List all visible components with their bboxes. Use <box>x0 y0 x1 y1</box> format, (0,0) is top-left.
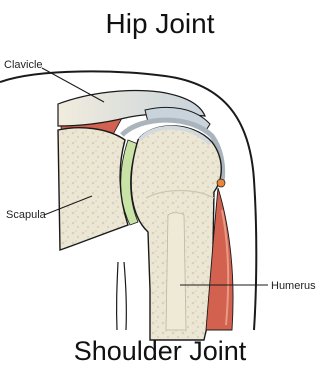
humerus-label: Humerus <box>271 280 316 292</box>
bottom-heading: Shoulder Joint <box>0 336 320 367</box>
tendon-attachment <box>217 179 225 187</box>
clavicle-label: Clavicle <box>4 59 43 71</box>
scapula-label: Scapula <box>6 209 47 221</box>
scapula-bone <box>58 128 128 250</box>
rib-left <box>117 262 118 330</box>
medullary-cavity <box>166 213 186 330</box>
rib-right <box>124 262 126 330</box>
clavicle-leader <box>42 68 104 102</box>
